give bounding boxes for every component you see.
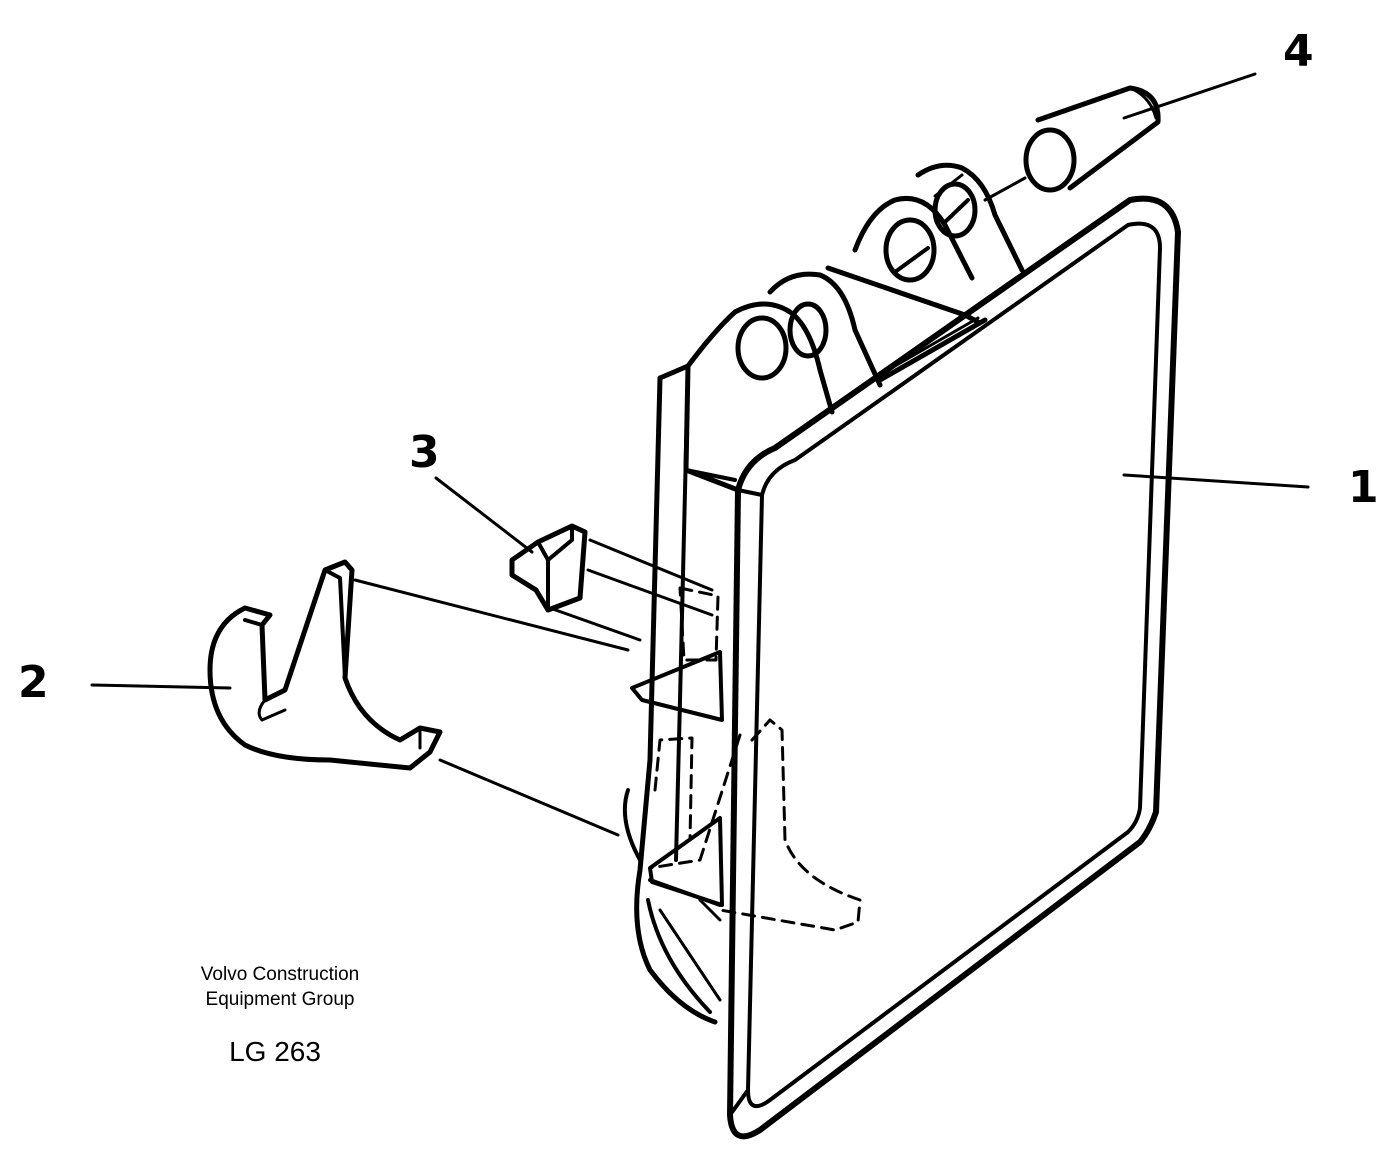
callout-1: 1 bbox=[1348, 462, 1379, 513]
callout-4: 4 bbox=[1283, 26, 1314, 77]
company-line-1: Volvo Construction bbox=[200, 964, 360, 985]
callout-2: 2 bbox=[18, 657, 49, 708]
pin-part-4 bbox=[983, 85, 1161, 202]
block-part-3 bbox=[509, 523, 720, 662]
drawing-code: LG 263 bbox=[229, 1036, 321, 1067]
mounting-frame bbox=[630, 162, 1025, 1025]
leader-line-2 bbox=[90, 683, 232, 690]
plate-part-1 bbox=[727, 195, 1181, 1140]
company-line-2: Equipment Group bbox=[205, 989, 355, 1010]
leader-lines bbox=[90, 72, 1310, 690]
leader-line-4 bbox=[1122, 72, 1257, 120]
leader-line-1 bbox=[1122, 473, 1310, 489]
hook-part-2 bbox=[207, 559, 862, 932]
callout-3: 3 bbox=[409, 427, 440, 478]
leader-line-3 bbox=[434, 476, 534, 554]
company-name: Volvo Construction Equipment Group bbox=[150, 962, 410, 1012]
